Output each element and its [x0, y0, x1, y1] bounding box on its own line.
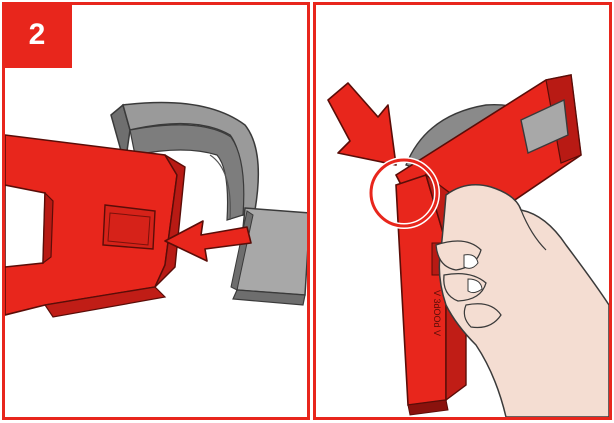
direction-arrow — [327, 82, 397, 166]
step-number-badge: 2 — [2, 2, 72, 68]
insert-arrow — [164, 220, 252, 262]
gray-blade — [110, 101, 307, 306]
check-alignment-illustration: V 3dOOd V — [327, 74, 609, 417]
illustration-panel-check: V 3dOOd V — [313, 2, 612, 420]
hand — [435, 184, 609, 417]
illustration-panel-insert — [2, 2, 310, 420]
tool-marking-text: V 3dOOd V — [432, 290, 442, 336]
red-tool-body — [5, 134, 186, 318]
insert-blade-illustration — [5, 101, 307, 318]
